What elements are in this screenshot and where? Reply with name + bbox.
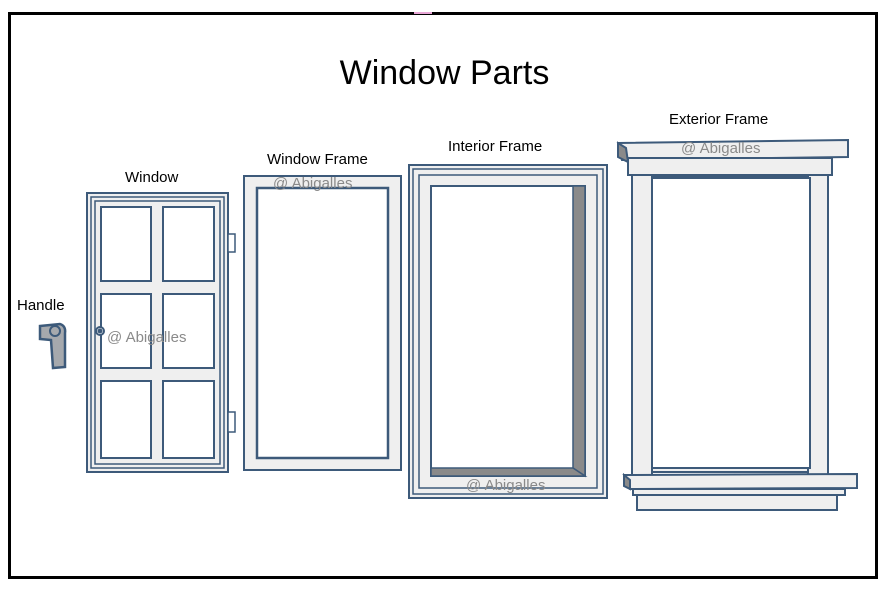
label-window-frame: Window Frame	[267, 151, 368, 168]
diagram-title: Window Parts	[339, 54, 550, 92]
watermark: @ Abigalles	[107, 329, 187, 346]
exterior-frame-illustration	[616, 138, 858, 511]
interior-frame-illustration	[408, 164, 608, 499]
label-interior-frame: Interior Frame	[448, 138, 543, 155]
label-window: Window	[125, 169, 179, 186]
watermark: @ Abigalles	[466, 477, 546, 494]
window-illustration	[86, 192, 236, 473]
handle-illustration	[38, 322, 67, 370]
label-handle: Handle	[17, 297, 65, 314]
watermark: @ Abigalles	[273, 175, 353, 192]
label-exterior-frame: Exterior Frame	[669, 111, 769, 128]
decorative-mark	[414, 12, 432, 14]
watermark: @ Abigalles	[681, 140, 761, 157]
window-frame-illustration	[243, 175, 402, 471]
